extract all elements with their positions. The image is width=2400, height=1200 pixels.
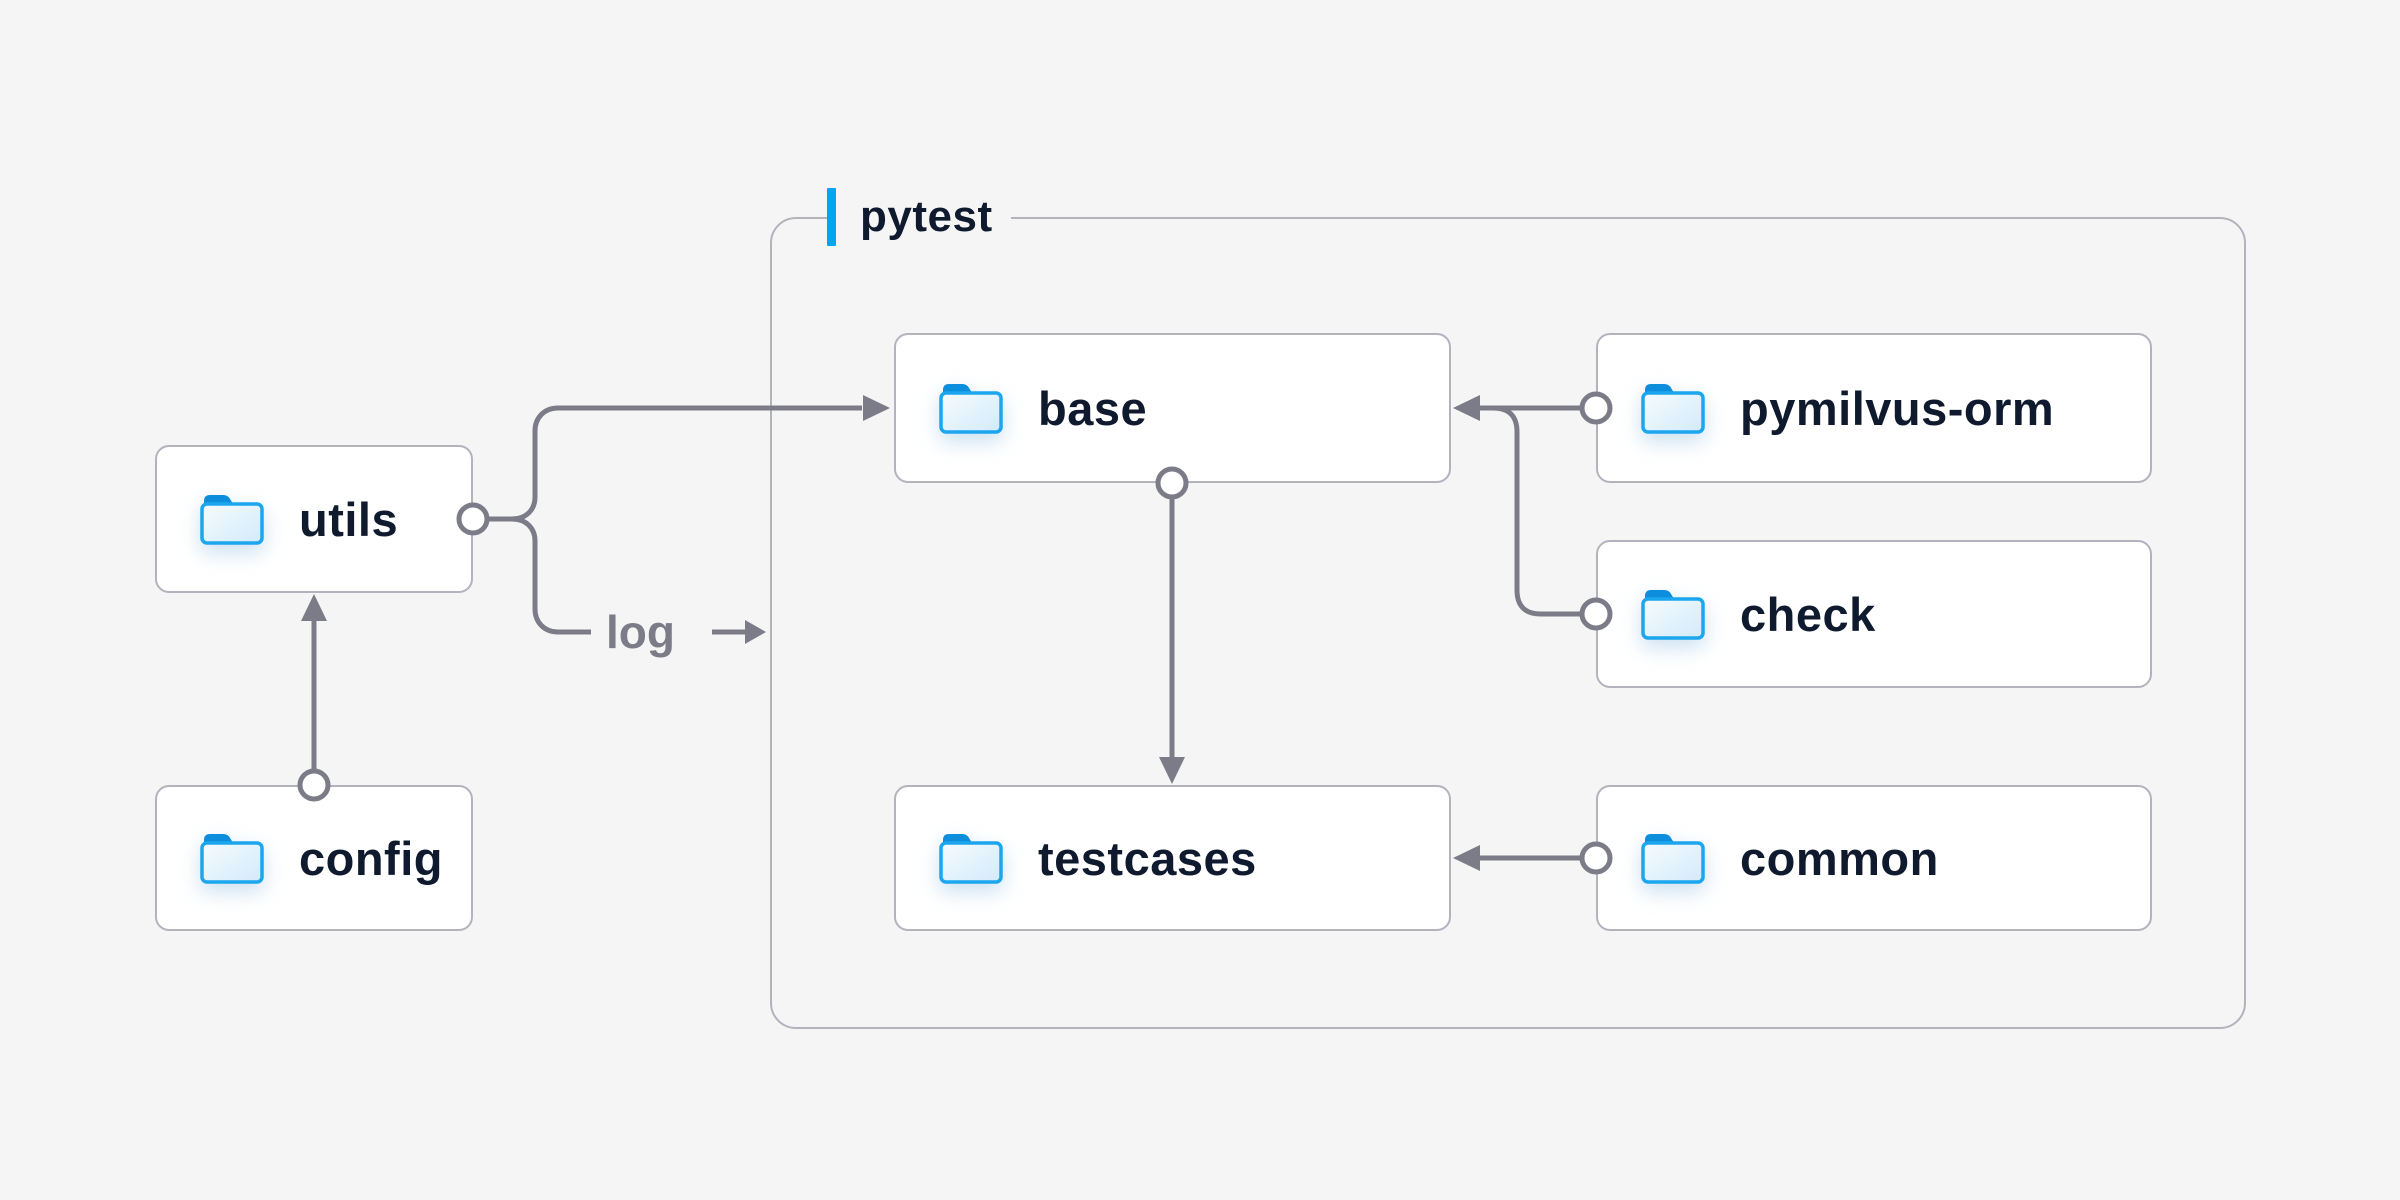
edge-label-log: log xyxy=(606,606,675,658)
pytest-group-label: pytest xyxy=(827,185,1011,248)
node-utils: utils xyxy=(155,445,473,593)
node-label: common xyxy=(1740,831,1939,885)
folder-icon xyxy=(938,381,1004,435)
log-arrow-icon xyxy=(712,620,766,644)
folder-icon xyxy=(199,831,265,885)
folder-icon xyxy=(938,831,1004,885)
node-check: check xyxy=(1596,540,2152,688)
node-testcases: testcases xyxy=(894,785,1451,931)
node-label: testcases xyxy=(1038,831,1257,885)
edge-config-to-utils xyxy=(297,594,331,802)
node-pymilvus-orm: pymilvus-orm xyxy=(1596,333,2152,483)
folder-icon xyxy=(1640,381,1706,435)
folder-icon xyxy=(1640,587,1706,641)
node-config: config xyxy=(155,785,473,931)
node-label: utils xyxy=(299,492,399,546)
arrowhead-up-icon xyxy=(301,594,327,621)
node-common: common xyxy=(1596,785,2152,931)
node-label: config xyxy=(299,831,443,885)
accent-bar xyxy=(827,187,836,246)
node-label: pymilvus-orm xyxy=(1740,381,2055,435)
node-label: check xyxy=(1740,587,1876,641)
node-label: base xyxy=(1038,381,1148,435)
pytest-group-box xyxy=(770,217,2246,1029)
edge-utils-to-log xyxy=(456,502,591,635)
folder-icon xyxy=(199,492,265,546)
folder-icon xyxy=(1640,831,1706,885)
group-title: pytest xyxy=(860,191,993,241)
node-base: base xyxy=(894,333,1451,483)
